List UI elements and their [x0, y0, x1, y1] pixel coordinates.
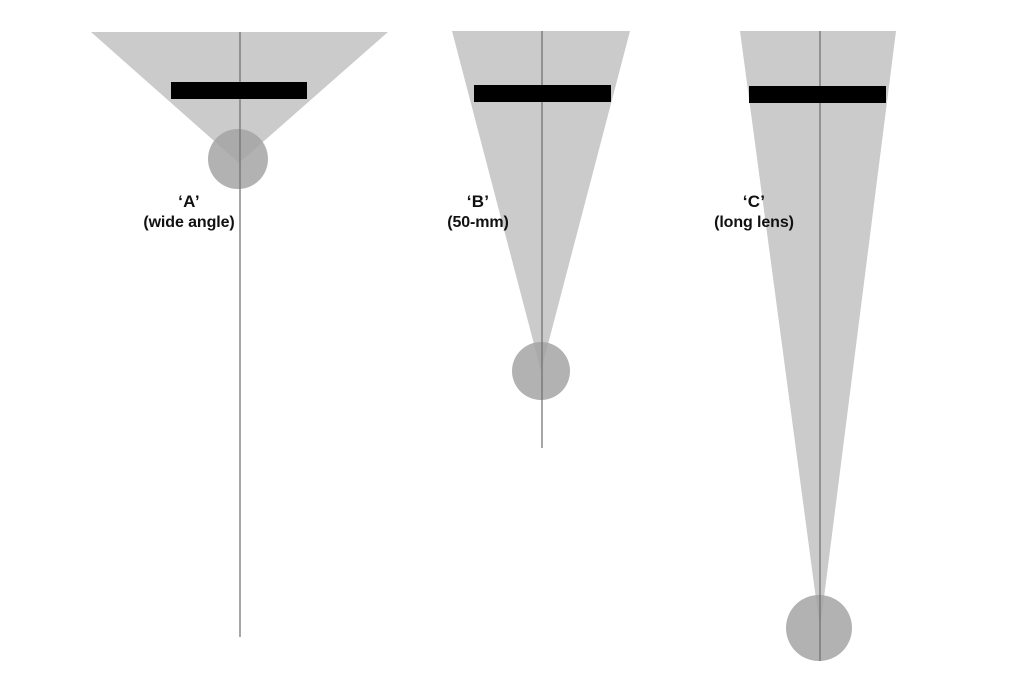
diagram-label-a-description: (wide angle)	[143, 213, 235, 231]
diagram-label-c-description: (long lens)	[714, 213, 794, 231]
lens-diagram-b	[452, 31, 630, 448]
fov-cone-c	[740, 31, 896, 629]
subject-bar-b	[474, 85, 611, 102]
lens-circle-a	[208, 129, 268, 189]
diagram-label-b-id: ‘B’	[466, 192, 490, 211]
diagram-shapes-layer	[91, 31, 896, 661]
subject-bar-c	[749, 86, 886, 103]
fov-cone-b	[452, 31, 630, 371]
subject-bar-a	[171, 82, 307, 99]
diagram-label-a-id: ‘A’	[178, 192, 200, 211]
diagram-label-a: ‘A’ (wide angle)	[99, 192, 279, 232]
diagram-label-c: ‘C’ (long lens)	[664, 192, 844, 232]
lens-circle-c	[786, 595, 852, 661]
lens-diagram-a	[91, 32, 388, 637]
diagram-label-b-description: (50-mm)	[447, 213, 509, 231]
lens-diagram-c	[740, 31, 896, 661]
diagram-label-c-id: ‘C’	[742, 192, 766, 211]
lens-circle-b	[512, 342, 570, 400]
diagram-label-b: ‘B’ (50-mm)	[388, 192, 568, 232]
